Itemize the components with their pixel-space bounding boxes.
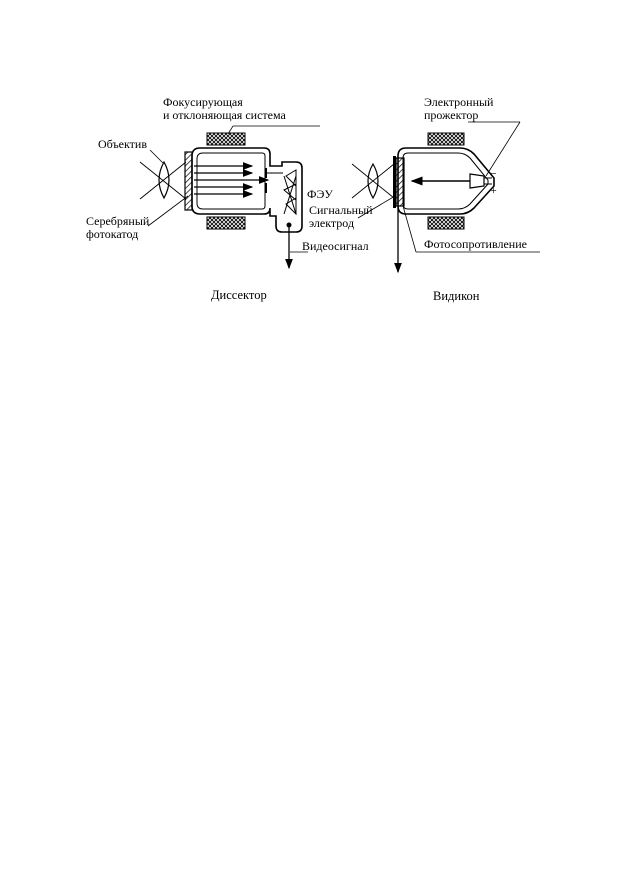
silver-photocathode (184, 151, 193, 211)
label-photocathode-line1: Серебряный (86, 214, 150, 228)
signal-electrode (393, 156, 396, 208)
vidicon-tube-envelope (397, 147, 495, 215)
vidicon-diagram: – + Электронный прожектор Сигнальный эле… (309, 95, 540, 303)
leader-gun-drop (485, 121, 521, 177)
label-focusing-line1: Фокусирующая (163, 95, 243, 109)
vidicon-coil-top (427, 132, 465, 146)
photoresistor-target (395, 157, 405, 207)
vidicon-lens (367, 162, 379, 200)
leader-photocathode (147, 195, 189, 227)
label-gun-line1: Электронный (424, 95, 494, 109)
label-objective: Объектив (98, 137, 147, 151)
label-photocathode-line2: фотокатод (86, 227, 138, 241)
label-gun-line2: прожектор (424, 108, 478, 122)
leader-photoresistor (402, 205, 417, 253)
vidicon-light-ray (351, 163, 395, 199)
light-ray (139, 161, 187, 200)
focusing-coil-top (206, 132, 246, 146)
leader-focusing-drop (227, 125, 234, 135)
label-focusing-line2: и отклоняющая система (163, 108, 286, 122)
focusing-coil-bottom (206, 216, 246, 230)
electron-gun (469, 173, 485, 189)
caption-dissector: Диссектор (211, 288, 267, 302)
dissector-diagram: Фокусирующая и отклоняющая система Объек… (86, 95, 369, 302)
label-signal-electrode-line2: электрод (309, 216, 354, 230)
label-minus: – (489, 165, 497, 179)
label-pmt: ФЭУ (307, 187, 333, 201)
dissector-tube-inner (196, 152, 266, 210)
vidicon-tube-inner (402, 152, 489, 210)
label-photoresistor: Фотосопротивление (424, 237, 527, 251)
label-plus: + (490, 183, 497, 197)
vidicon-coil-bottom (427, 216, 465, 230)
pmt-dynodes (283, 169, 297, 216)
objective-lens (158, 160, 170, 200)
label-signal-electrode-line1: Сигнальный (309, 203, 373, 217)
leader-objective (149, 149, 164, 164)
label-videosignal: Видеосигнал (302, 239, 369, 253)
caption-vidicon: Видикон (433, 289, 480, 303)
leader-signal-electrode (357, 195, 396, 219)
